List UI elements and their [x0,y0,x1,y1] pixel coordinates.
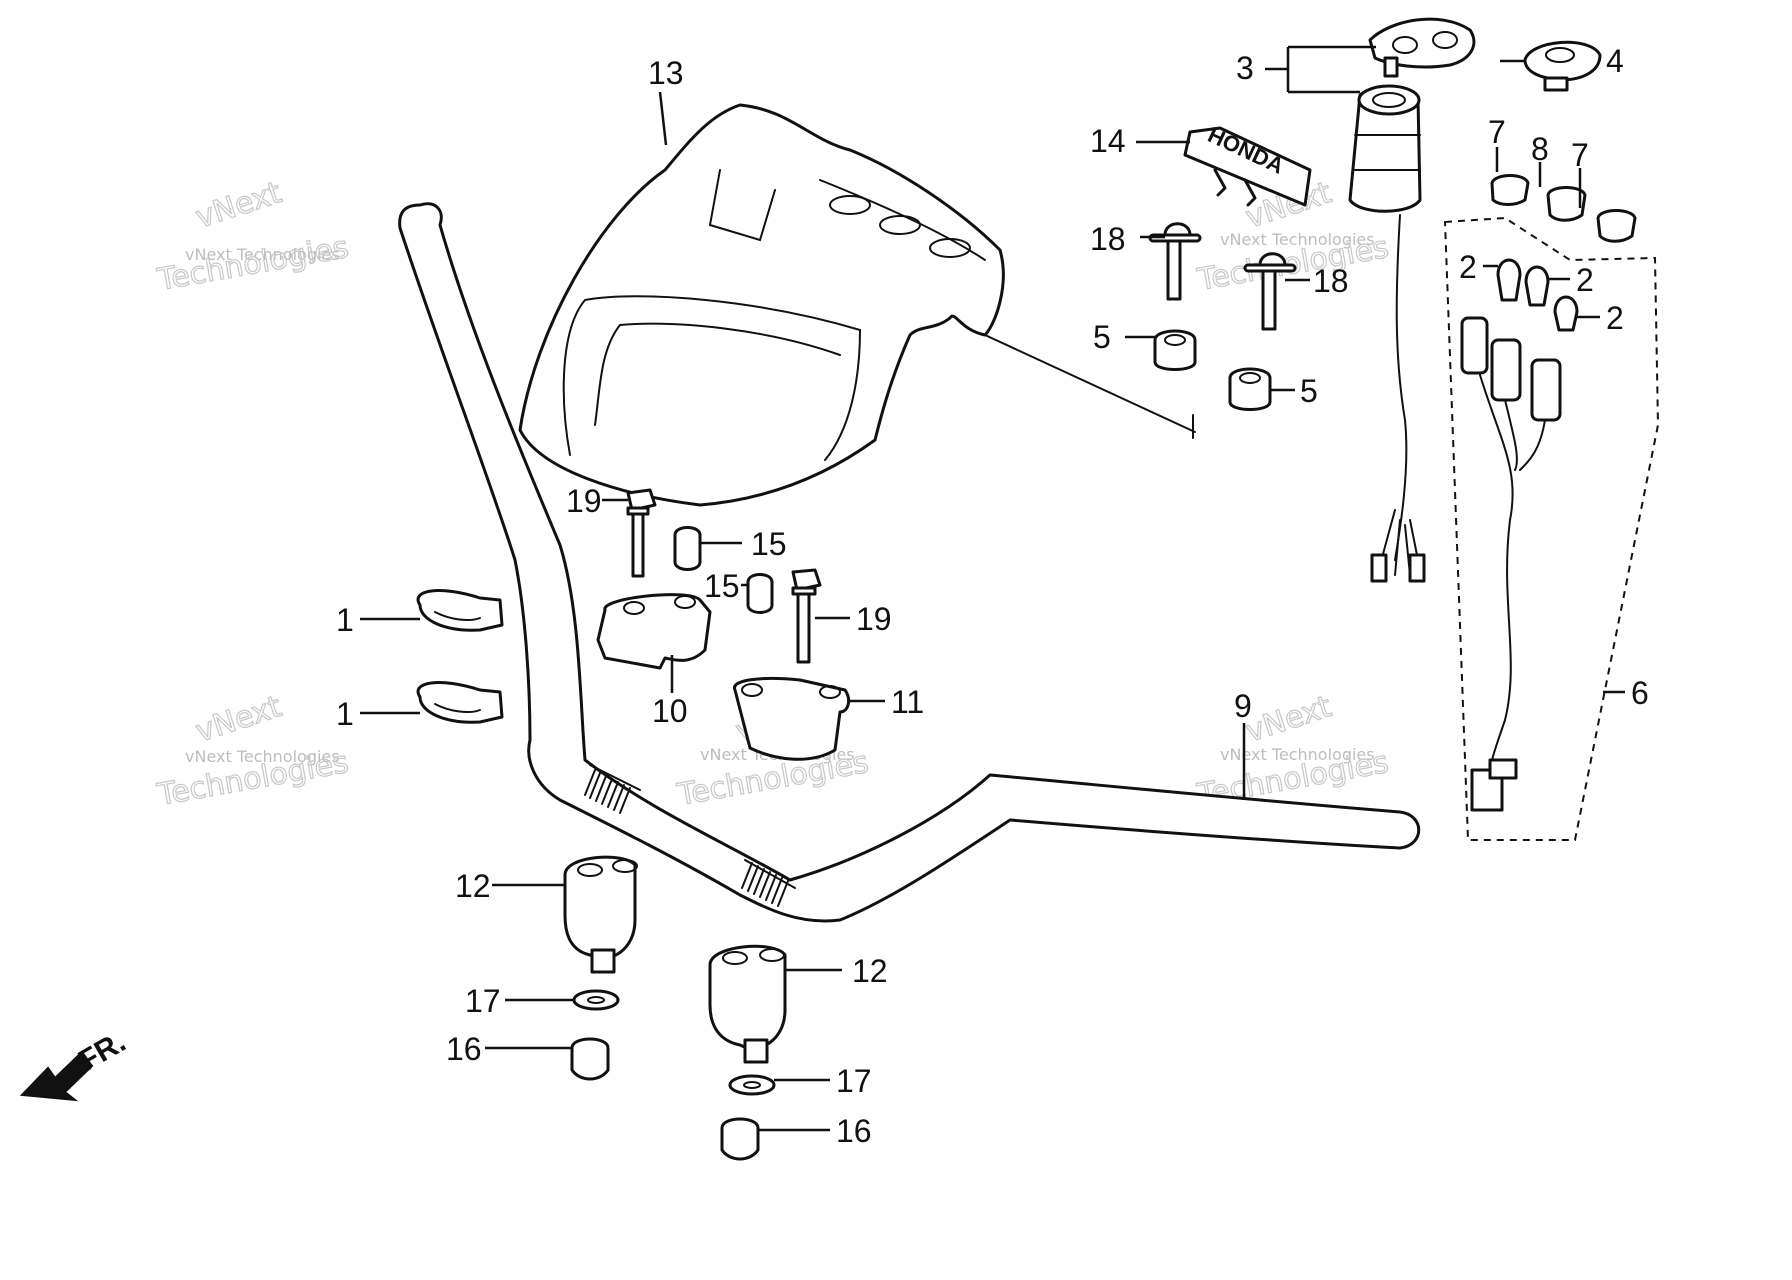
callout-3: 3 [1236,50,1254,86]
callout-9: 9 [1234,688,1252,724]
callout-15a: 15 [751,526,787,562]
grommets [1153,329,1272,411]
switch-cap [1523,40,1602,92]
callout-18a: 18 [1090,221,1126,257]
watermark-text: vNext Technologies [1220,745,1375,764]
callout-10: 10 [652,693,688,729]
handlebar-holders [596,593,851,761]
handlebar [398,202,1421,923]
front-arrow-icon [19,1050,94,1102]
callout-12a: 12 [455,868,491,904]
handlebar-cover [518,103,1196,507]
handlebar-bands [416,589,504,724]
callout-11: 11 [891,684,924,720]
bolts-and-collars [626,488,822,664]
callout-1a: 1 [336,602,354,638]
callout-19b: 19 [856,601,892,637]
watermark-logo: vNext [192,175,286,235]
handlebar-risers [563,855,787,1064]
bulb-set [1496,258,1579,332]
callout-14: 14 [1090,123,1126,159]
callout-5b: 5 [1300,373,1318,409]
callout-12b: 12 [852,953,888,989]
leader-lines [360,45,1625,1132]
callout-6: 6 [1631,675,1649,711]
callout-17b: 17 [836,1063,872,1099]
watermark-text: vNext Technologies [185,245,340,264]
callout-13: 13 [648,55,684,91]
watermark-logo: vNext [1242,689,1336,749]
callout-2c: 2 [1606,300,1624,336]
callout-8: 8 [1531,131,1549,167]
callout-7a: 7 [1488,114,1506,150]
screws [1148,222,1297,331]
front-direction-indicator: FR. [19,1025,131,1102]
callout-1b: 1 [336,696,354,732]
callout-15b: 15 [704,568,740,604]
callout-5a: 5 [1093,319,1111,355]
callout-17a: 17 [465,983,501,1019]
watermark-text: vNext Technologies [1220,230,1375,249]
callout-7b: 7 [1571,137,1589,173]
watermark-text: vNext Technologies [185,747,340,766]
indicator-harness [1443,216,1660,841]
washers-and-nuts [570,989,776,1161]
emblem: HONDA [1183,122,1312,207]
callout-labels: 13 3 4 14 18 18 5 5 7 8 7 2 2 2 6 9 19 1… [336,43,1649,1149]
callout-2a: 2 [1459,249,1477,285]
callout-16a: 16 [446,1031,482,1067]
ignition-switch [1348,17,1476,583]
callout-4: 4 [1606,43,1624,79]
lens-caps [1490,174,1637,243]
callout-18b: 18 [1313,263,1349,299]
watermark-text-large: Technologies [154,230,351,298]
callout-2b: 2 [1576,262,1594,298]
callout-16b: 16 [836,1113,872,1149]
callout-19a: 19 [566,483,602,519]
watermark-logo: vNext [192,689,286,749]
